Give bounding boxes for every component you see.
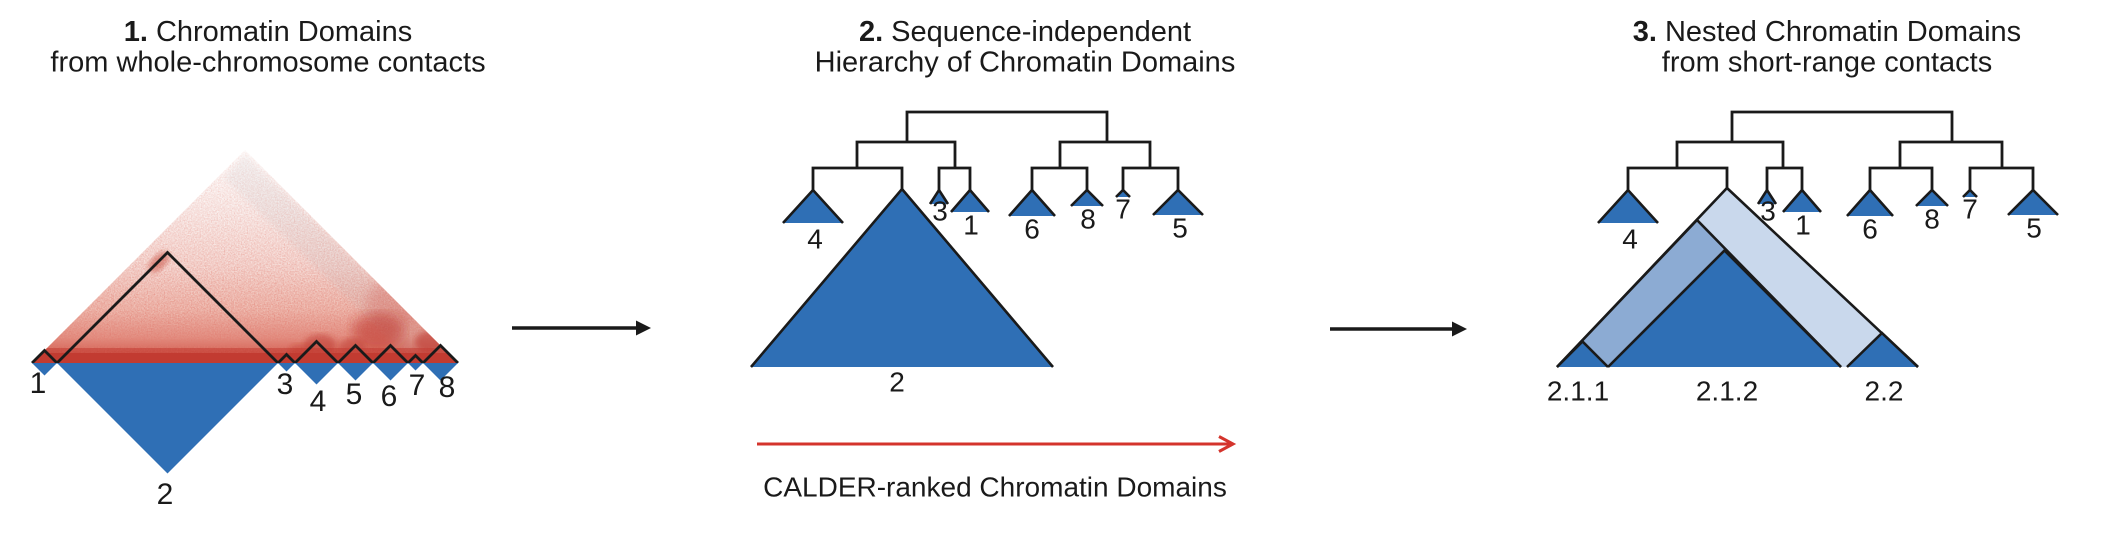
leaf-triangle-2 bbox=[750, 186, 1054, 368]
flow-arrow-1-head bbox=[636, 320, 651, 336]
domain-label: 5 bbox=[346, 378, 363, 411]
domain-outline-1 bbox=[31, 348, 58, 364]
domain-outline-6 bbox=[372, 343, 409, 364]
leaf-triangle-6 bbox=[1008, 188, 1056, 217]
domain-label: 7 bbox=[409, 369, 426, 402]
domain-outline-4 bbox=[294, 339, 339, 364]
leaf-triangle-4 bbox=[782, 188, 844, 224]
calder-arrow-head bbox=[1218, 435, 1237, 453]
leaf-label: 7 bbox=[1115, 193, 1131, 224]
leaf-label: 7 bbox=[1962, 193, 1978, 224]
panel2-title-line2: Hierarchy of Chromatin Domains bbox=[815, 47, 1236, 79]
leaf-label: 1 bbox=[1795, 209, 1811, 240]
leaf-label: 4 bbox=[1622, 223, 1638, 254]
panel2-title-text: Sequence-independent bbox=[891, 16, 1191, 48]
panel3-title-text: Nested Chromatin Domains bbox=[1665, 16, 2021, 48]
leaf-label: 3 bbox=[1760, 195, 1776, 226]
calder-arrow-caption: CALDER-ranked Chromatin Domains bbox=[763, 471, 1227, 502]
domain-triangle-6 bbox=[373, 363, 408, 381]
leaf-triangle-4 bbox=[1597, 188, 1659, 224]
panel3-title-line2: from short-range contacts bbox=[1662, 47, 1992, 79]
leaf-triangle-3 bbox=[1756, 187, 1778, 205]
domain-triangle-1 bbox=[32, 363, 57, 376]
calder-arrow bbox=[757, 435, 1237, 453]
domain-label: 6 bbox=[381, 380, 398, 413]
domain-label: 4 bbox=[310, 385, 327, 418]
leaf-label: 2 bbox=[889, 366, 905, 397]
leaf-triangle-5 bbox=[1152, 188, 1204, 216]
panel-3: 4 3 1 6 8 7 5 2.1.1 2.1.2 2.2 3.Nested C… bbox=[1547, 16, 2059, 406]
leaf-label: 8 bbox=[1924, 203, 1940, 234]
leaf-triangle-6 bbox=[1846, 188, 1894, 217]
dendrogram-panel2 bbox=[811, 110, 1180, 191]
panel2-title-number: 2. bbox=[859, 16, 883, 48]
leaf-triangle-8 bbox=[1070, 188, 1104, 207]
nested-triangle-2-1-1 bbox=[1556, 339, 1609, 368]
panel2-title-line1: 2.Sequence-independent bbox=[859, 16, 1191, 48]
panel1-title-line2: from whole-chromosome contacts bbox=[50, 47, 485, 79]
leaf-label: 5 bbox=[2026, 212, 2042, 243]
domain-label: 3 bbox=[277, 368, 294, 401]
domain-outline-5 bbox=[337, 343, 374, 364]
flow-arrow-2-head bbox=[1452, 321, 1467, 337]
panel-1: 1 2 3 4 5 6 7 8 1.Chromatin Domains from… bbox=[30, 16, 486, 511]
leaf-triangle-1 bbox=[950, 188, 990, 213]
domain-triangle-3 bbox=[278, 363, 295, 372]
flow-arrow-1 bbox=[512, 320, 651, 336]
domain-outline-3 bbox=[277, 352, 296, 364]
leaf-triangle-3 bbox=[928, 187, 950, 205]
flow-arrow-2 bbox=[1330, 321, 1467, 337]
heatmap-diagonal-band bbox=[32, 348, 458, 353]
nested-label: 2.1.2 bbox=[1696, 375, 1758, 406]
leaf-triangle-5 bbox=[2007, 188, 2059, 216]
leaf-triangle-1 bbox=[1782, 188, 1822, 213]
nested-domain-2 bbox=[1556, 186, 1919, 368]
panel1-title-text: Chromatin Domains bbox=[156, 16, 412, 48]
leaf-label: 8 bbox=[1080, 203, 1096, 234]
domain-outline-2 bbox=[56, 250, 279, 364]
leaf-label: 3 bbox=[932, 195, 948, 226]
leaf-triangle-7 bbox=[1962, 188, 1978, 198]
domain-outline-8 bbox=[422, 343, 459, 364]
domain-label: 8 bbox=[439, 371, 456, 404]
leaf-triangle-7 bbox=[1115, 188, 1131, 198]
panel3-title-number: 3. bbox=[1633, 16, 1657, 48]
leaf-label: 6 bbox=[1024, 213, 1040, 244]
panel1-title-number: 1. bbox=[124, 16, 148, 48]
panel1-title-line1: 1.Chromatin Domains bbox=[124, 16, 412, 48]
leaf-label: 6 bbox=[1862, 213, 1878, 244]
domain-triangle-8 bbox=[423, 363, 458, 381]
domain-triangle-4 bbox=[295, 363, 338, 385]
nested-label: 2.2 bbox=[1865, 375, 1904, 406]
leaf-label: 4 bbox=[807, 223, 823, 254]
heatmap-hotspot bbox=[352, 313, 404, 349]
nested-label: 2.1.1 bbox=[1547, 375, 1609, 406]
panel3-title-line1: 3.Nested Chromatin Domains bbox=[1633, 16, 2021, 48]
leaf-triangle-8 bbox=[1915, 188, 1949, 207]
leaf-label: 1 bbox=[963, 209, 979, 240]
panel-2: 4 2 3 1 6 8 7 5 2.Sequence-independent H… bbox=[750, 16, 1237, 502]
domain-triangle-2 bbox=[57, 363, 278, 474]
domain-label: 2 bbox=[157, 478, 174, 511]
leaf-label: 5 bbox=[1172, 212, 1188, 243]
heatmap-diagonal-band bbox=[32, 353, 458, 363]
domain-triangle-7 bbox=[408, 363, 423, 371]
domain-outline-7 bbox=[407, 353, 424, 364]
nested-triangle-2-2 bbox=[1846, 331, 1919, 368]
domain-triangle-5 bbox=[338, 363, 373, 381]
dendrogram-panel3 bbox=[1626, 110, 2035, 191]
domain-label: 1 bbox=[30, 367, 47, 400]
nested-triangle-2-1-2 bbox=[1607, 248, 1842, 368]
